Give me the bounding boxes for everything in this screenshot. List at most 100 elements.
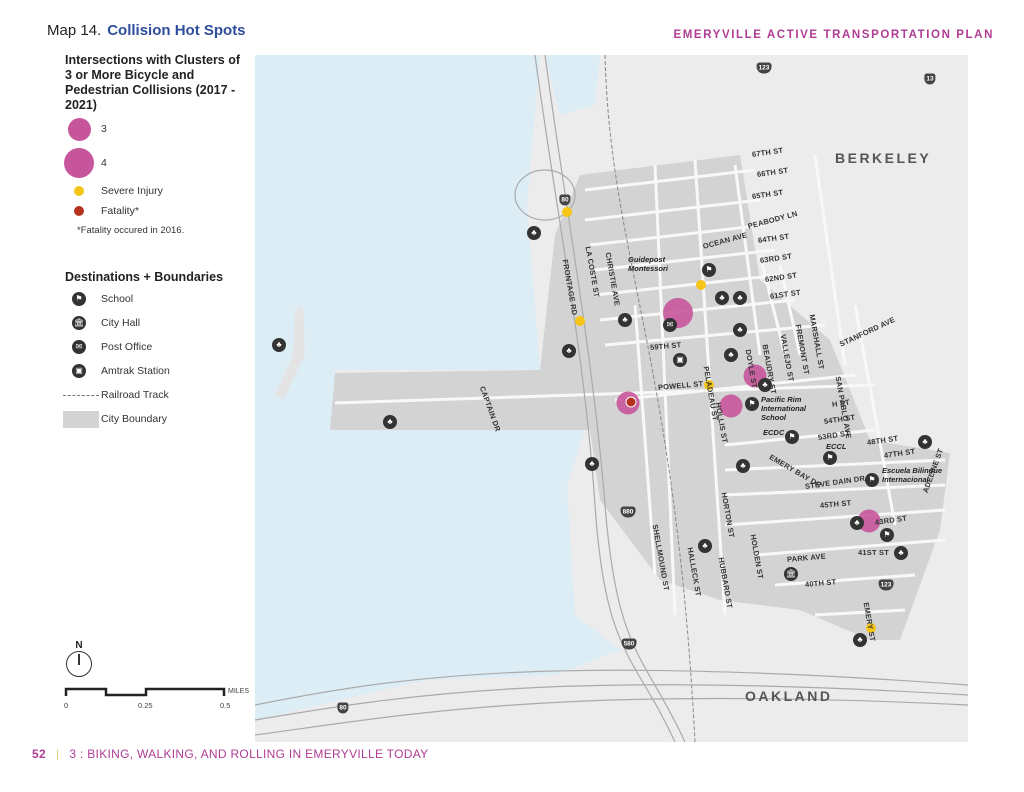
label: 4 <box>101 157 107 169</box>
legend-railroad: Railroad Track <box>57 383 245 407</box>
severe-injury-icon <box>74 186 84 196</box>
severe-injury-marker <box>866 623 876 633</box>
park-tree-icon: ♣ <box>853 633 867 647</box>
peninsula <box>275 305 305 400</box>
map-base <box>255 55 968 742</box>
water-channel <box>545 55 600 115</box>
label: 3 <box>101 123 107 135</box>
school-flag-icon: ⚑ <box>865 473 879 487</box>
park-tree-icon: ♣ <box>918 435 932 449</box>
park-tree-icon: ♣ <box>733 291 747 305</box>
map-number: Map 14. <box>47 22 102 39</box>
page-number: 52 <box>32 747 46 761</box>
train-icon: ▣ <box>673 353 687 367</box>
legend-size-3: 3 <box>57 113 245 145</box>
legend-footnote: *Fatality occured in 2016. <box>77 225 185 236</box>
fatality-marker <box>625 396 637 408</box>
footer: 52|3 : BIKING, WALKING, AND ROLLING IN E… <box>32 747 428 761</box>
scale-unit: MILES <box>228 688 250 695</box>
school-flag-icon: ⚑ <box>785 430 799 444</box>
park-tree-icon: ♣ <box>527 226 541 240</box>
legend-destinations-heading: Destinations + Boundaries <box>65 270 224 284</box>
destination-label: Guidepost Montessori <box>628 255 669 273</box>
park-tree-icon: ♣ <box>894 546 908 560</box>
collision-hotspot <box>857 509 881 533</box>
freeways <box>255 55 968 742</box>
park-tree-icon: ♣ <box>850 516 864 530</box>
park-tree-icon: ♣ <box>698 539 712 553</box>
school-flag-icon: ⚑ <box>72 292 86 306</box>
railroad-icon <box>63 394 99 396</box>
park-tree-icon: ♣ <box>383 415 397 429</box>
legend-size-4: 4 <box>57 145 245 181</box>
label: Amtrak Station <box>101 365 170 377</box>
park-tree-icon: ♣ <box>272 338 286 352</box>
severe-injury-marker <box>704 380 714 390</box>
park-tree-icon: ♣ <box>736 459 750 473</box>
severe-injury-marker <box>575 316 585 326</box>
school-flag-icon: ⚑ <box>745 397 759 411</box>
legend-school: ⚑ School <box>57 287 245 311</box>
park-tree-icon: ♣ <box>562 344 576 358</box>
label: Severe Injury <box>101 185 163 197</box>
legend-city-hall: 🏛 City Hall <box>57 311 245 335</box>
destination-label: Escuela Bilingue Internacional <box>882 466 943 484</box>
highway-shield: 13 <box>924 73 936 85</box>
street-label: 41ST ST <box>858 548 889 557</box>
scale-0: 0 <box>64 701 69 710</box>
envelope-icon: ✉ <box>72 340 86 354</box>
scale-025: 0.25 <box>138 701 153 710</box>
scale-05: 0.5 <box>220 701 231 710</box>
scale-bar <box>64 687 226 697</box>
hotspot-4-icon <box>64 148 94 178</box>
highway-shield: 123 <box>878 579 894 591</box>
compass-icon <box>66 651 92 677</box>
fatality-icon <box>74 206 84 216</box>
park-tree-icon: ♣ <box>724 348 738 362</box>
destination-label: Pacific Rim International School <box>761 395 807 422</box>
railroad-track <box>604 55 696 742</box>
city-label: OAKLAND <box>745 688 833 704</box>
park-tree-icon: ♣ <box>618 313 632 327</box>
north-arrow: N <box>62 640 96 677</box>
section-title: 3 : BIKING, WALKING, AND ROLLING IN EMER… <box>69 747 429 761</box>
park-tree-icon: ♣ <box>585 457 599 471</box>
park-tree-icon: ♣ <box>758 378 772 392</box>
park-tree-icon: ♣ <box>715 291 729 305</box>
destination-label: ECCL <box>826 442 847 451</box>
train-icon: ▣ <box>72 364 86 378</box>
label: Fatality* <box>101 205 139 217</box>
legend-collisions-heading: Intersections with Clusters of 3 or More… <box>65 53 241 112</box>
label: Post Office <box>101 341 153 353</box>
city-hall-icon: 🏛 <box>784 567 798 581</box>
destination-label: ECDC <box>763 428 785 437</box>
legend-city-boundary: City Boundary <box>57 407 245 431</box>
school-flag-icon: ⚑ <box>702 263 716 277</box>
city-hall-icon: 🏛 <box>72 316 86 330</box>
legend-fatality: Fatality* <box>57 201 245 221</box>
plan-title: EMERYVILLE ACTIVE TRANSPORTATION PLAN <box>673 29 994 41</box>
label: School <box>101 293 134 305</box>
highway-shield: 80 <box>559 194 571 206</box>
legend-amtrak: ▣ Amtrak Station <box>57 359 245 383</box>
legend-post-office: ✉ Post Office <box>57 335 245 359</box>
map-heading: Collision Hot Spots <box>107 22 246 39</box>
city-boundary-swatch <box>63 410 99 428</box>
map-title: Map 14. Collision Hot Spots <box>47 22 246 39</box>
label: City Boundary <box>101 413 167 425</box>
label: City Hall <box>101 317 141 329</box>
highway-shield: 80 <box>337 702 349 714</box>
hotspot-3-icon <box>67 117 91 141</box>
streets <box>334 154 946 617</box>
collision-hotspot <box>719 394 743 418</box>
severe-injury-marker <box>562 207 572 217</box>
school-flag-icon: ⚑ <box>823 451 837 465</box>
severe-injury-marker <box>696 280 706 290</box>
north-label: N <box>75 640 83 651</box>
park-tree-icon: ♣ <box>733 323 747 337</box>
highway-shield: 123 <box>756 62 772 74</box>
legend-severe: Severe Injury <box>57 181 245 201</box>
label: Railroad Track <box>101 389 169 401</box>
city-label: BERKELEY <box>835 150 932 166</box>
